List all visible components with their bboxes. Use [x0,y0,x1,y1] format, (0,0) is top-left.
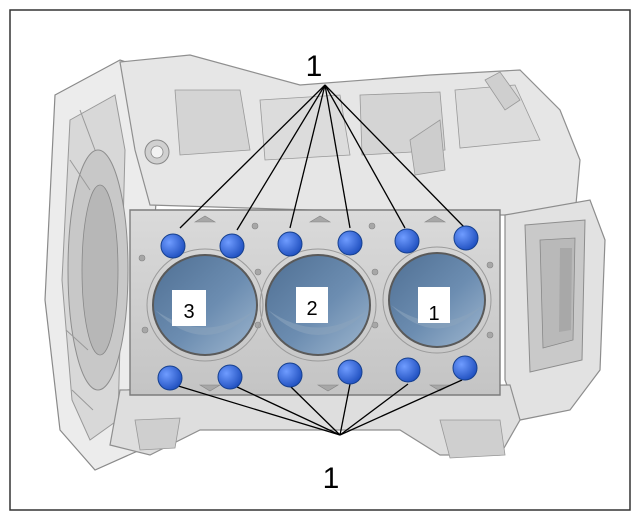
bore-label-1: 1 [418,287,450,325]
bottom-leader-lines [174,379,463,436]
bolt-icon [453,225,479,251]
lower-skirt [109,384,521,459]
bolt-icon [217,364,243,390]
bolt-icon [160,233,186,259]
bolt-icon [157,365,183,391]
bolt-icon [277,362,303,388]
upper-casting [119,54,581,216]
bolt-icon [337,359,363,385]
bore-label-2: 2 [296,287,328,323]
svg-text:2: 2 [306,298,317,320]
top-callout-label: 1 [306,50,323,83]
bore-labels: 3 2 1 [172,287,450,326]
bottom-callout-label: 1 [323,462,340,495]
top-leader-lines [179,84,466,231]
bolt-icon [452,355,478,381]
bore-label-3: 3 [172,290,206,326]
bolt-icon [394,228,420,254]
bolt-icon [337,230,363,256]
bell-housing [44,59,161,471]
head-bolts [157,225,479,391]
right-casting [504,199,606,421]
bolt-icon [219,233,245,259]
svg-text:1: 1 [428,303,439,325]
svg-text:3: 3 [183,301,194,323]
bolt-icon [395,357,421,383]
bolt-icon [277,231,303,257]
